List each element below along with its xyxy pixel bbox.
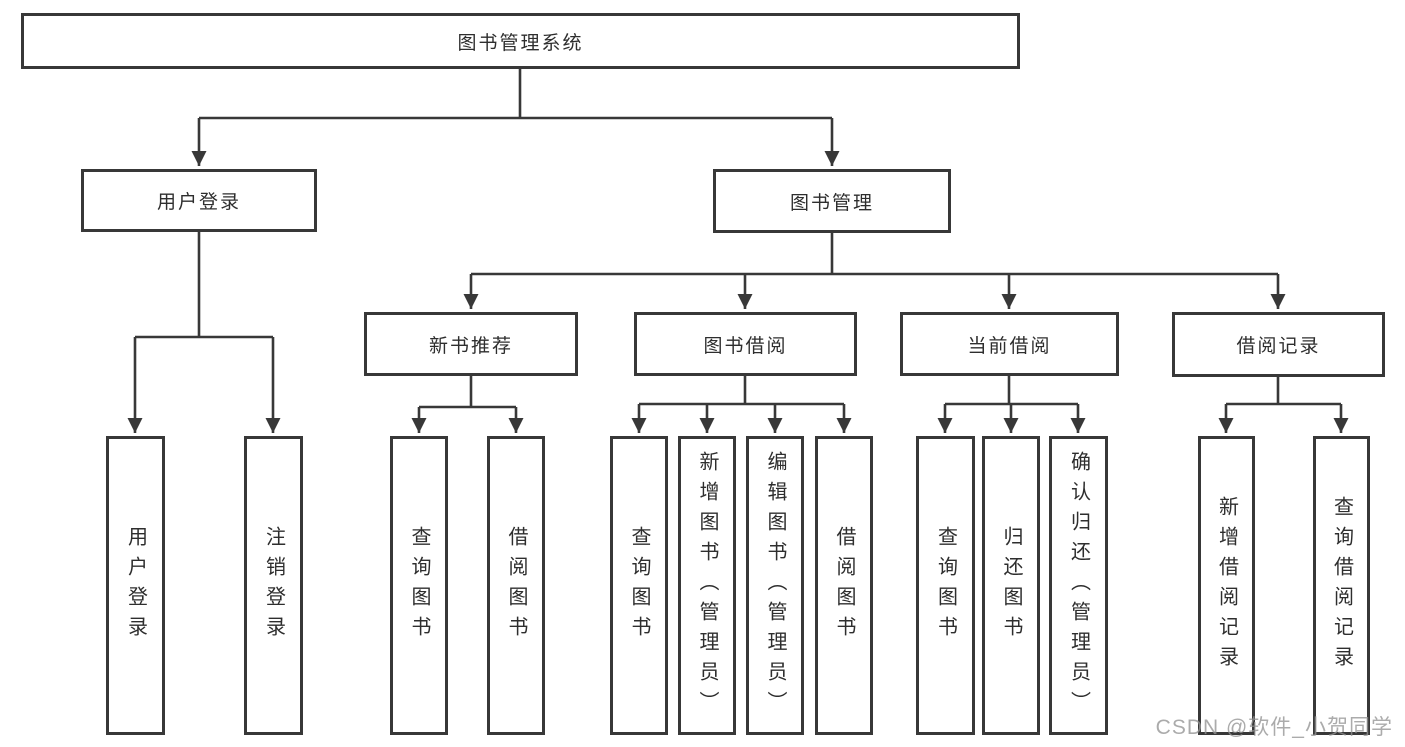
node-leaf-confirm-return-admin: 确认归还（管理员）: [1049, 436, 1108, 735]
connector-current-borrow: [937, 376, 1086, 433]
node-leaf-query-books-2: 查询图书: [610, 436, 668, 735]
connector-root: [191, 69, 840, 166]
node-user-login: 用户登录: [81, 169, 317, 232]
node-leaf-borrow-books-2: 借阅图书: [815, 436, 873, 735]
node-leaf-borrow-books-1: 借阅图书: [487, 436, 545, 735]
node-book-management: 图书管理: [713, 169, 951, 233]
node-leaf-logout: 注销登录: [244, 436, 303, 735]
node-leaf-query-books-1: 查询图书: [390, 436, 448, 735]
node-current-borrow: 当前借阅: [900, 312, 1119, 376]
node-borrow-records: 借阅记录: [1172, 312, 1385, 377]
connector-new-book-recommend: [411, 376, 524, 433]
node-book-borrow: 图书借阅: [634, 312, 857, 376]
connector-borrow-records: [1218, 377, 1349, 433]
node-leaf-query-books-3: 查询图书: [916, 436, 975, 735]
node-leaf-return-books: 归还图书: [982, 436, 1040, 735]
node-leaf-query-borrow-record: 查询借阅记录: [1313, 436, 1370, 735]
node-root-library-system: 图书管理系统: [21, 13, 1020, 69]
node-leaf-add-borrow-record: 新增借阅记录: [1198, 436, 1255, 735]
connector-book-borrow: [631, 376, 852, 433]
node-leaf-user-login: 用户登录: [106, 436, 165, 735]
connector-user-login: [127, 232, 281, 433]
node-new-book-recommend: 新书推荐: [364, 312, 578, 376]
connector-book-management: [463, 233, 1286, 309]
node-leaf-add-books-admin: 新增图书（管理员）: [678, 436, 736, 735]
node-leaf-edit-books-admin: 编辑图书（管理员）: [746, 436, 804, 735]
